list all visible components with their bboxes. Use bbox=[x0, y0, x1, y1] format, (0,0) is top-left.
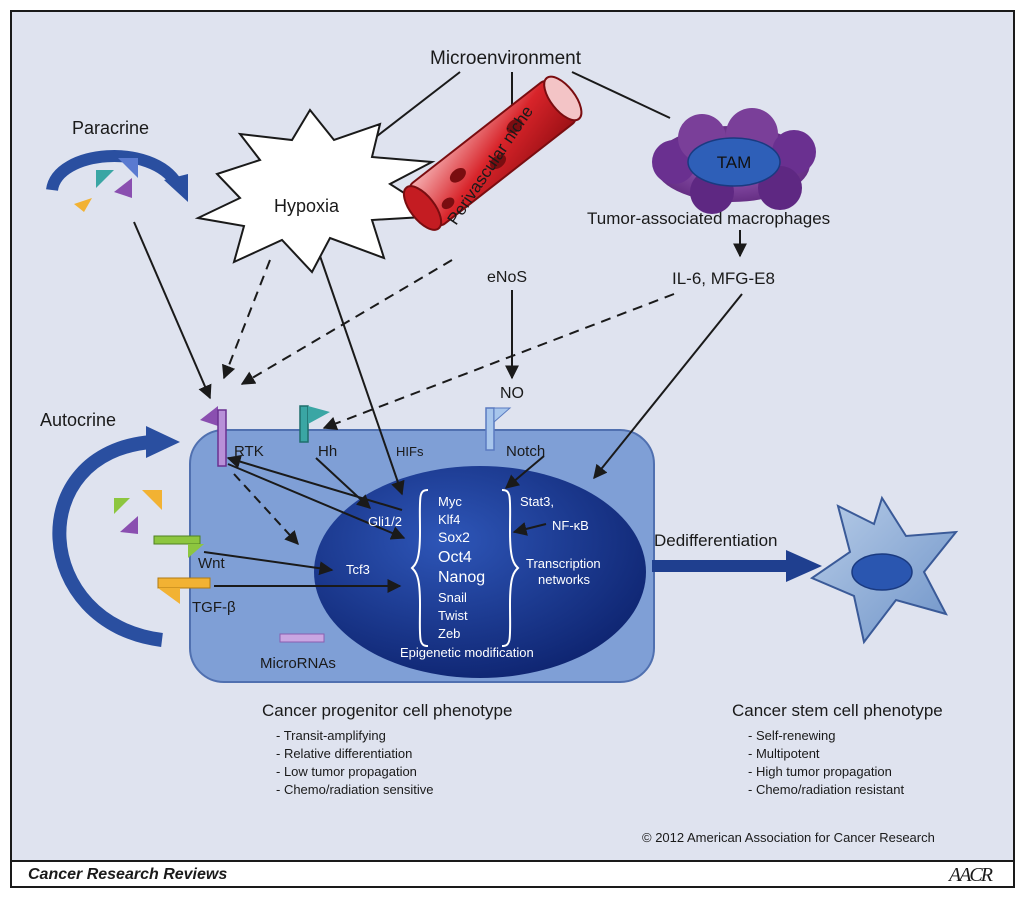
autocrine-ligands-icon bbox=[114, 490, 162, 534]
epigenetic-label: Epigenetic modification bbox=[400, 645, 534, 660]
enos-label: eNoS bbox=[487, 269, 527, 286]
no-label: NO bbox=[500, 385, 524, 402]
footer-bar: Cancer Research Reviews AACR bbox=[12, 860, 1013, 886]
stem-cell-nucleus bbox=[851, 553, 913, 591]
ligand-triangles-icon bbox=[74, 158, 138, 212]
microenvironment-label: Microenvironment bbox=[430, 48, 582, 69]
autocrine-curved-arrow-icon bbox=[52, 426, 180, 647]
stem-item: - Multipotent bbox=[748, 746, 820, 761]
nucleus bbox=[314, 466, 646, 678]
factor-klf4: Klf4 bbox=[438, 512, 460, 527]
progenitor-title: Cancer progenitor cell phenotype bbox=[262, 701, 512, 720]
copyright: © 2012 American Association for Cancer R… bbox=[642, 830, 935, 845]
tgf-beta-receptor-icon bbox=[157, 577, 211, 604]
microrna-label: MicroRNAs bbox=[260, 655, 336, 672]
transcription-networks-line2: networks bbox=[538, 572, 591, 587]
progenitor-item: - Low tumor propagation bbox=[276, 764, 417, 779]
stem-item: - High tumor propagation bbox=[748, 764, 892, 779]
progenitor-item: - Relative differentiation bbox=[276, 746, 412, 761]
tam-cloud bbox=[652, 108, 816, 214]
nfkb-label: NF-κB bbox=[552, 518, 589, 533]
wnt-receptor-icon bbox=[153, 535, 204, 558]
wnt-label: Wnt bbox=[198, 555, 226, 572]
rtk-label: RTK bbox=[234, 443, 264, 460]
factor-oct4: Oct4 bbox=[438, 549, 472, 566]
dedifferentiation-label: Dedifferentiation bbox=[654, 531, 778, 550]
gli-label: Gli1/2 bbox=[368, 514, 402, 529]
factor-twist: Twist bbox=[438, 608, 468, 623]
stem-item: - Self-renewing bbox=[748, 728, 835, 743]
rtk-receptor-icon bbox=[200, 406, 227, 467]
blood-vessel-icon bbox=[402, 75, 583, 231]
right-brace bbox=[501, 489, 520, 647]
figure-frame: Microenvironment Paracrine Hypoxia Periv… bbox=[10, 10, 1015, 888]
hifs-label: HIFs bbox=[396, 444, 424, 459]
factor-snail: Snail bbox=[438, 590, 467, 605]
stat3-label: Stat3, bbox=[520, 494, 554, 509]
progenitor-list: - Transit-amplifying - Relative different… bbox=[276, 728, 434, 797]
notch-receptor-icon bbox=[485, 407, 512, 451]
aacr-logo: AACR bbox=[949, 864, 993, 886]
factor-sox2: Sox2 bbox=[438, 529, 470, 545]
progenitor-item: - Chemo/radiation sensitive bbox=[276, 782, 434, 797]
stem-item: - Chemo/radiation resistant bbox=[748, 782, 904, 797]
left-brace bbox=[410, 489, 429, 647]
stem-title: Cancer stem cell phenotype bbox=[732, 701, 943, 720]
hypoxia-label: Hypoxia bbox=[274, 196, 340, 216]
factor-zeb: Zeb bbox=[438, 626, 460, 641]
hh-receptor-icon bbox=[299, 405, 330, 443]
microrna-icon bbox=[279, 633, 325, 643]
tgf-beta-label: TGF-β bbox=[192, 599, 236, 616]
progenitor-item: - Transit-amplifying bbox=[276, 728, 386, 743]
il6-label: IL-6, MFG-E8 bbox=[672, 269, 775, 288]
paracrine-curved-arrow-icon bbox=[46, 150, 188, 202]
dedifferentiation-arrow-icon bbox=[652, 550, 822, 582]
notch-label: Notch bbox=[506, 443, 545, 460]
autocrine-label: Autocrine bbox=[40, 410, 116, 430]
tcf3-label: Tcf3 bbox=[346, 562, 370, 577]
factor-myc: Myc bbox=[438, 494, 462, 509]
hh-label: Hh bbox=[318, 443, 337, 460]
stem-list: - Self-renewing - Multipotent - High tumor… bbox=[748, 728, 904, 797]
signaling-diagram: Microenvironment Paracrine Hypoxia Periv… bbox=[40, 48, 959, 845]
journal-title: Cancer Research Reviews bbox=[28, 866, 228, 883]
tam-full-label: Tumor-associated macrophages bbox=[587, 209, 830, 228]
factor-nanog: Nanog bbox=[438, 569, 485, 586]
transcription-networks-line1: Transcription bbox=[526, 556, 601, 571]
paracrine-label: Paracrine bbox=[72, 118, 149, 138]
tam-label: TAM bbox=[717, 153, 752, 172]
